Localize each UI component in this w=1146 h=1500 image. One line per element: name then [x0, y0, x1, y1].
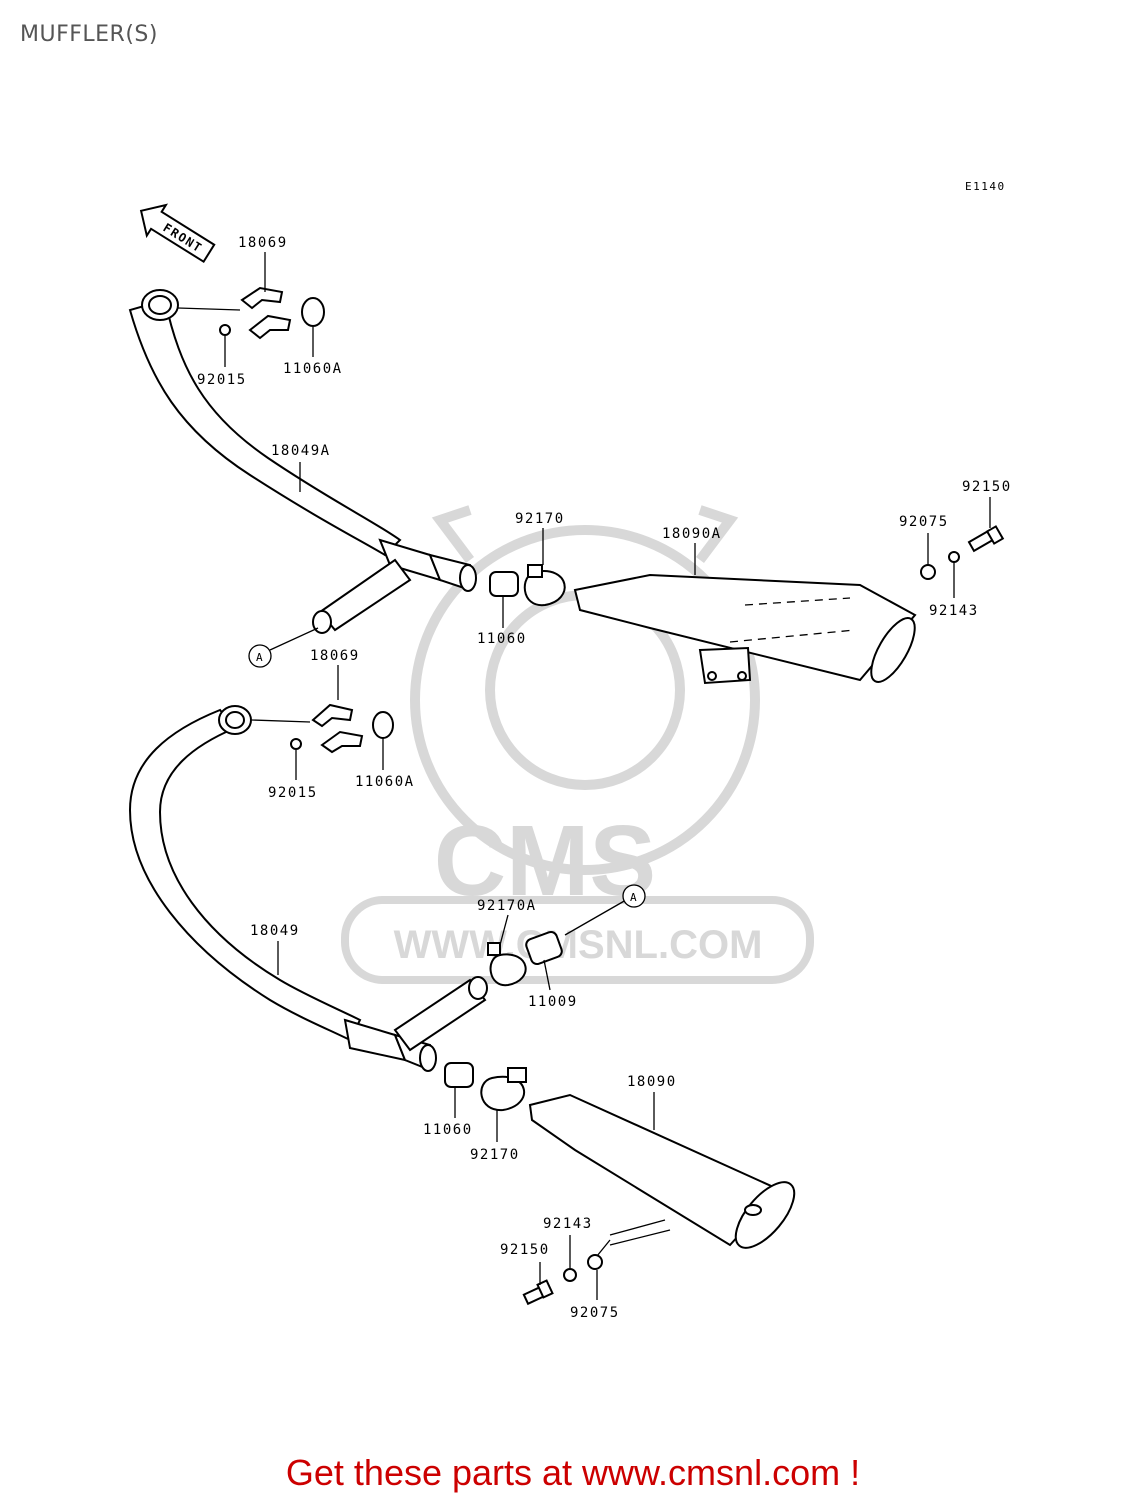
part-label: 18049	[250, 923, 300, 939]
part-label: 92015	[197, 372, 247, 388]
callout-a-bottom-label: A	[630, 891, 638, 904]
part-label: 92150	[962, 479, 1012, 495]
muffler-18090	[528, 1093, 796, 1249]
page-title: MUFFLER(S)	[20, 22, 158, 47]
callout-a-bottom: A	[564, 884, 646, 936]
footer-cta-link[interactable]: Get these parts at www.cmsnl.com !	[285, 1452, 861, 1493]
nut-92075-lower	[587, 1254, 603, 1270]
bolt-92150-upper	[967, 525, 1005, 553]
front-arrow-icon: FRONT	[139, 203, 216, 264]
clamp-18069-lower	[251, 703, 394, 754]
part-label: 92143	[543, 1216, 593, 1232]
part-label: 11009	[528, 994, 578, 1010]
bolt-92150-lower	[522, 1279, 554, 1306]
gasket-11060-lower	[444, 1062, 474, 1088]
part-label: 92075	[899, 514, 949, 530]
callout-a-top-label: A	[256, 651, 264, 664]
washer-92143-lower	[563, 1268, 577, 1282]
muffler-18090A	[573, 573, 917, 685]
part-label: 92170	[515, 511, 565, 527]
exhaust-pipe-18049	[128, 705, 488, 1072]
clamp-92170A	[487, 942, 527, 987]
part-label: 92143	[929, 603, 979, 619]
part-label: 18090A	[662, 526, 722, 542]
gasket-11060-upper	[489, 564, 566, 607]
exhaust-pipe-18049A	[128, 289, 477, 634]
part-label: 18069	[310, 648, 360, 664]
part-labels: 18069 92015 11060A 18049A 92170 18090A 9…	[197, 235, 1012, 1321]
diagram-code: E1140	[965, 180, 1006, 193]
part-label: 92015	[268, 785, 318, 801]
leader-lines	[224, 252, 991, 1300]
part-label: 18069	[238, 235, 288, 251]
washer-92143-upper	[948, 551, 960, 563]
part-label: 11060	[423, 1122, 473, 1138]
part-label: 11060A	[355, 774, 415, 790]
clamp-92170-lower	[480, 1067, 527, 1112]
part-label: 11060	[477, 631, 527, 647]
part-label: 92170	[470, 1147, 520, 1163]
nut-92075-upper	[920, 564, 936, 580]
sleeve-11009	[525, 931, 563, 965]
part-label: 92170A	[477, 898, 537, 914]
part-label: 11060A	[283, 361, 343, 377]
watermark-logo-text: CMS	[434, 805, 656, 917]
watermark-url-text: WWW.CMSNL.COM	[394, 923, 763, 967]
part-label: 18090	[627, 1074, 677, 1090]
part-label: 92075	[570, 1305, 620, 1321]
callout-a-top: A	[248, 627, 319, 668]
part-label: 92150	[500, 1242, 550, 1258]
clamp-18069-upper	[177, 286, 325, 340]
part-label: 18049A	[271, 443, 331, 459]
